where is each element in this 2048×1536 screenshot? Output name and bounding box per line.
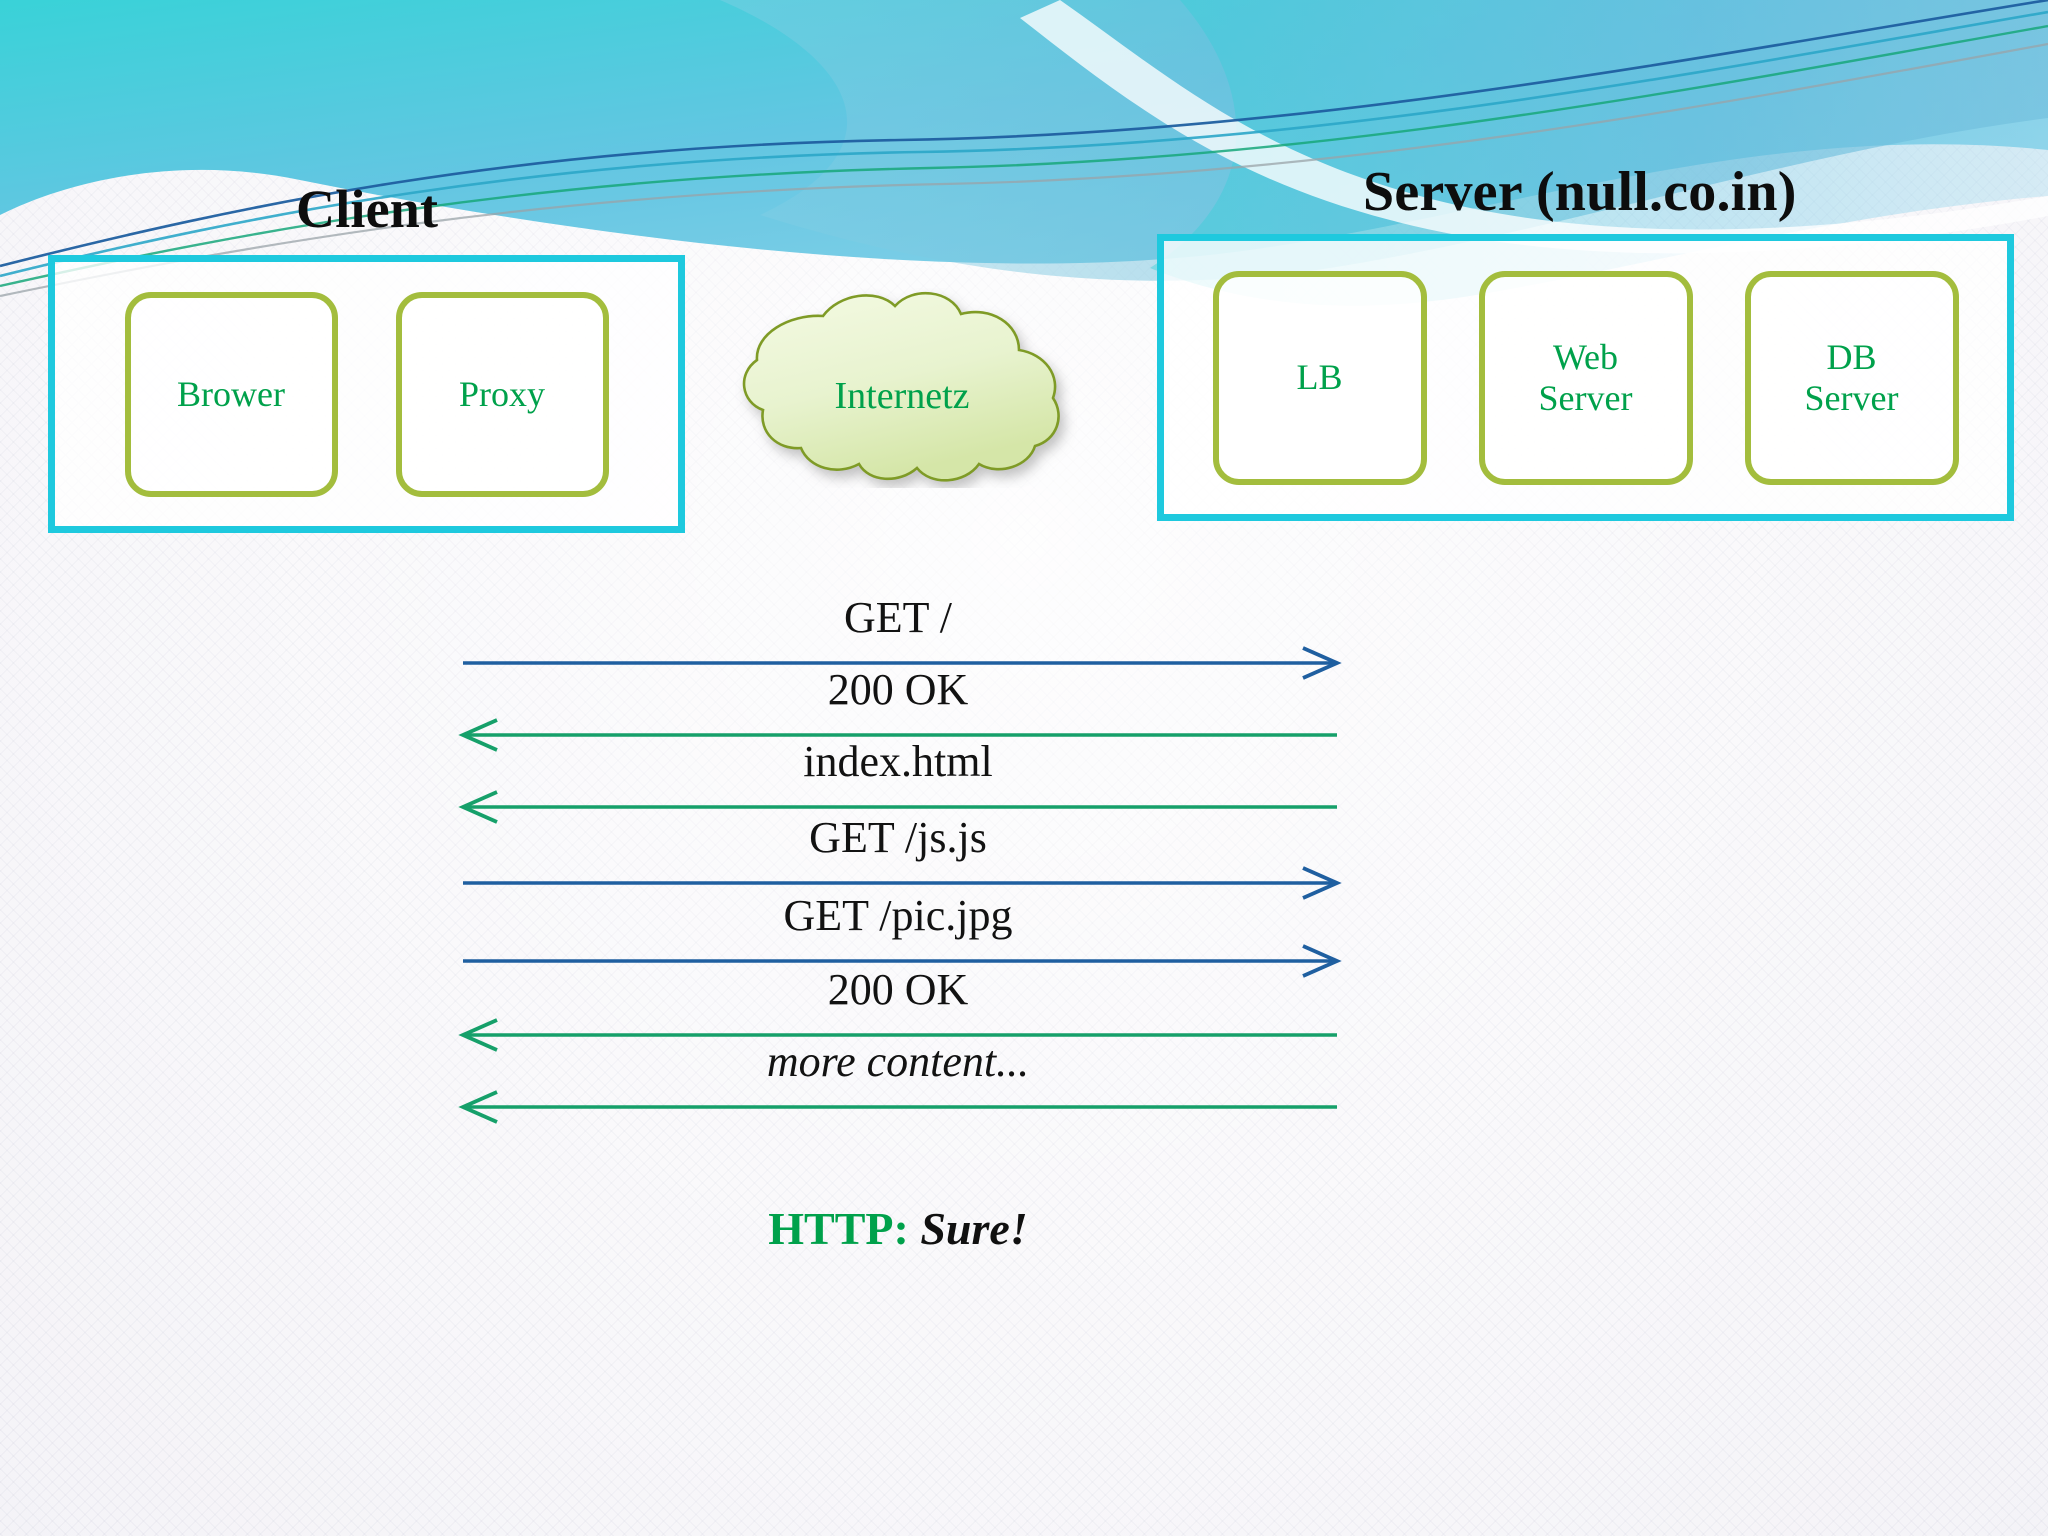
message-label: 200 OK [827,965,969,1014]
node-browser-label: Brower [177,373,285,414]
node-proxy[interactable]: Proxy [395,291,609,497]
arrow-request-icon [463,944,1342,978]
node-browser[interactable]: Brower [124,291,338,497]
footer-caption: HTTP: Sure! [462,1202,1334,1255]
arrow-request-icon [463,646,1342,680]
message-row: 200 OK [0,964,2048,1060]
message-label: GET / [844,593,952,642]
node-load-balancer-label: LB [1296,357,1343,398]
message-label: 200 OK [827,665,969,714]
arrow-response-icon [458,790,1337,824]
arrow-response-icon [458,1018,1337,1052]
internet-cloud: Internetz [727,288,1077,488]
footer-protocol-label: HTTP: [768,1203,909,1254]
message-row: index.html [0,736,2048,832]
message-label: GET /js.js [809,813,987,862]
arrow-request-icon [463,866,1342,900]
node-load-balancer[interactable]: LB [1212,270,1427,485]
footer-answer-label: Sure! [920,1203,1028,1254]
message-label: index.html [803,737,993,786]
cloud-icon [742,291,1060,482]
client-title: Client [296,179,439,239]
arrow-response-icon [458,718,1337,752]
arrow-response-icon [458,1090,1337,1124]
client-group-box: Brower Proxy [48,255,685,533]
message-row: more content... [0,1036,2048,1132]
message-row: GET /js.js [0,812,2048,908]
message-row: GET /pic.jpg [0,890,2048,986]
message-row: GET / [0,592,2048,688]
message-label: more content... [766,1037,1030,1086]
message-row: 200 OK [0,664,2048,760]
node-proxy-label: Proxy [458,373,545,414]
server-title: Server (null.co.in) [1363,161,1797,223]
message-label: GET /pic.jpg [783,891,1013,940]
header-wave-decoration [0,0,2048,306]
